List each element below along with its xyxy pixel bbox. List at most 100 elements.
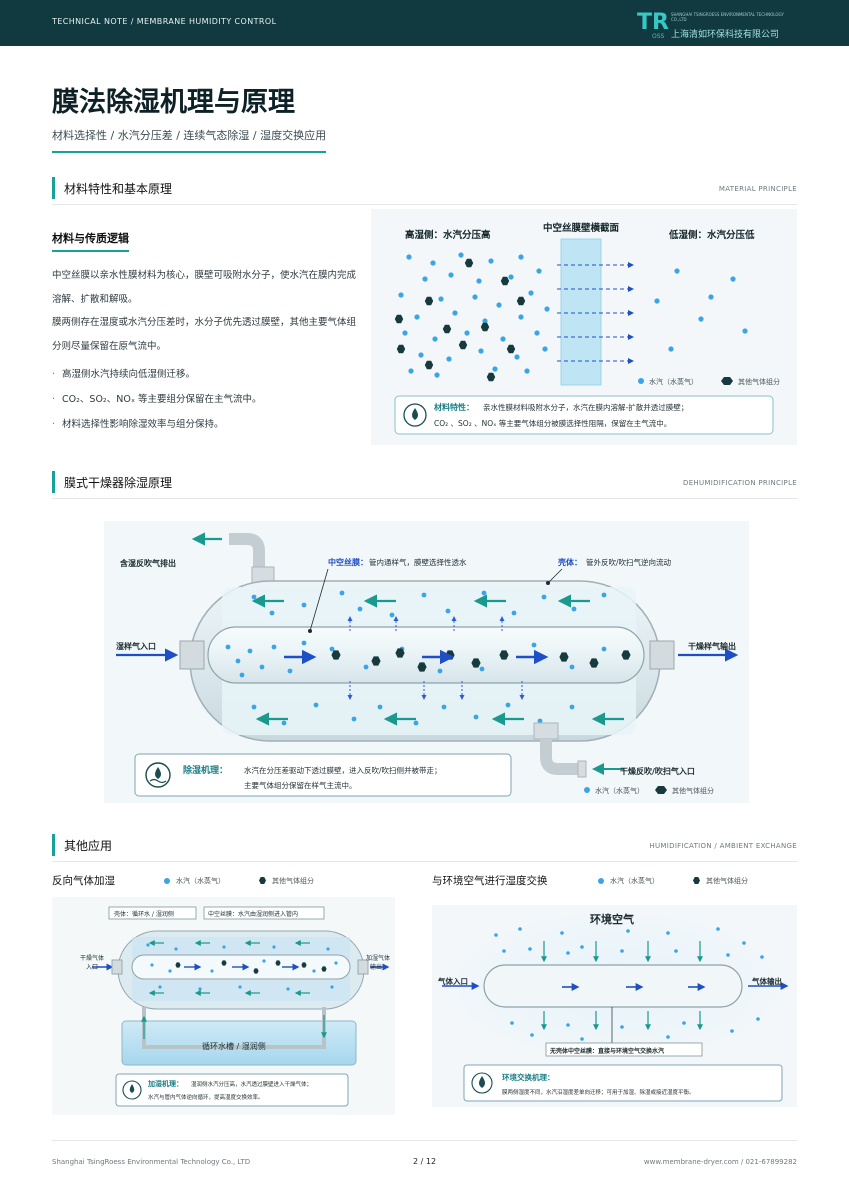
water-molecule — [566, 951, 570, 955]
dehumidification-note-line2: 主要气体组分保留在样气主流中。 — [244, 780, 357, 790]
water-molecule — [287, 668, 293, 674]
water-molecule — [281, 720, 287, 726]
water-molecule — [511, 610, 517, 616]
purge-flow-arrows — [251, 594, 624, 726]
legend-water-swatch — [638, 378, 644, 384]
water-molecule — [580, 1037, 584, 1041]
water-molecule — [329, 646, 335, 652]
material-note-box — [394, 395, 774, 435]
svg-text:TR: TR — [637, 10, 669, 35]
water-molecule — [146, 943, 150, 947]
footer-contact: www.membrane-dryer.com / 021-67899282 — [643, 1158, 797, 1166]
low-humidity-label: 低湿侧：水汽分压低 — [668, 229, 755, 241]
water-molecule — [418, 352, 424, 358]
water-molecule — [488, 258, 494, 264]
water-molecule — [458, 252, 464, 258]
document-tag: TECHNICAL NOTE / MEMBRANE HUMIDITY CONTR… — [52, 17, 277, 26]
water-molecule — [536, 268, 542, 274]
dry-inlet-label-2: 入口 — [86, 964, 98, 971]
water-molecule — [478, 348, 484, 354]
water-molecule — [531, 642, 537, 648]
water-molecule — [251, 704, 257, 710]
water-molecule — [452, 310, 458, 316]
water-molecule — [482, 318, 488, 324]
water-molecule — [479, 666, 485, 672]
water-molecule — [569, 704, 575, 710]
gas-molecule — [371, 656, 381, 666]
water-molecule — [620, 1025, 624, 1029]
water-molecule — [150, 963, 154, 967]
water-molecule — [389, 612, 395, 618]
legend-water-label: 水汽（水蒸气） — [610, 877, 659, 885]
water-molecule — [530, 1033, 534, 1037]
top-bar: TECHNICAL NOTE / MEMBRANE HUMIDITY CONTR… — [0, 0, 849, 46]
gas-molecule — [253, 968, 259, 974]
gas-molecule — [424, 360, 434, 370]
water-molecule — [158, 985, 162, 989]
section-title: 材料特性和基本原理 — [64, 182, 173, 196]
water-molecule — [198, 987, 202, 991]
water-molecule — [262, 959, 266, 963]
water-molecule — [620, 949, 624, 953]
humidification-note-line1: 湿润侧水汽分压高，水汽透过膜壁进入干燥气体； — [191, 1080, 312, 1088]
legend-water-label: 水汽（水蒸气） — [649, 377, 698, 386]
legend-gas-label: 其他气体组分 — [672, 786, 714, 795]
water-molecule — [312, 969, 316, 973]
list-item: 材料选择性影响除湿效率与组分保持。 — [52, 409, 357, 437]
water-molecule — [434, 372, 440, 378]
water-molecule — [682, 1021, 686, 1025]
water-molecule — [580, 945, 584, 949]
permeation-arrows — [557, 262, 634, 364]
legend-water-swatch — [598, 878, 604, 884]
water-molecule — [438, 296, 444, 302]
water-molecule — [730, 276, 736, 282]
water-molecule — [534, 330, 540, 336]
section-accent-bar — [52, 834, 55, 856]
water-molecule — [413, 720, 419, 726]
water-molecule — [760, 955, 764, 959]
gas-molecule — [331, 650, 341, 660]
gas-molecule — [500, 276, 510, 286]
gas-molecule — [275, 960, 281, 966]
water-molecule — [528, 947, 532, 951]
material-note-line2: CO₂ 、SO₂ 、NOₓ 等主要气体组分被膜选择性阻隔，保留在主气流中。 — [434, 418, 671, 428]
humidification-note-box — [115, 1073, 349, 1107]
humidifier-diagram: 壳体：循环水 / 湿润侧 中空丝膜：水汽由湿润侧进入管内 干燥气体 入口 加湿气… — [52, 897, 395, 1115]
water-molecule — [569, 664, 575, 670]
ambient-note-line: 膜两侧湿度不同，水汽沿湿度差单向迁移；可用于加湿、除湿或接近湿度平衡。 — [502, 1088, 695, 1096]
section-title-en: MATERIAL PRINCIPLE — [718, 185, 797, 193]
shell-tag: 壳体：循环水 / 湿润侧 — [114, 910, 174, 918]
purge-inlet-label: 干燥反吹/吹扫气入口 — [620, 766, 695, 776]
water-molecule — [541, 594, 547, 600]
permeation-arrows — [347, 616, 525, 700]
legend-water-swatch — [584, 787, 590, 793]
logo-chinese-name: 上海清如环保科技有限公司 — [671, 30, 780, 40]
water-molecule — [441, 704, 447, 710]
legend-water-swatch — [164, 878, 170, 884]
legend-gas-swatch — [693, 877, 700, 884]
page-number: 2 / 12 — [413, 1157, 437, 1166]
water-molecule — [247, 648, 253, 654]
gas-molecule — [424, 296, 434, 306]
water-molecule — [756, 1017, 760, 1021]
gas-molecule — [321, 966, 327, 972]
legend-water-label: 水汽（水蒸气） — [595, 786, 644, 795]
legend-gas-swatch — [259, 877, 266, 884]
membrane-cross-section-figure: 高湿侧：水汽分压高 中空丝膜壁横截面 低湿侧：水汽分压低 水汽（水蒸气） 其他气… — [371, 209, 797, 445]
water-molecule — [421, 592, 427, 598]
material-bullet-list: 高湿侧水汽持续向低湿侧迁移。 CO₂、SO₂、NOₓ 等主要组分保留在主气流中。… — [52, 359, 357, 437]
gas-molecule — [486, 372, 496, 382]
water-molecule — [464, 330, 470, 336]
water-molecule — [601, 646, 607, 652]
gas-inlet-label: 气体入口 — [437, 976, 468, 986]
ambient-note-box — [463, 1064, 783, 1102]
water-molecule — [518, 254, 524, 260]
humid-outlet-label-1: 加湿气体 — [366, 954, 390, 962]
water-molecule — [286, 987, 290, 991]
material-paragraph-2: 膜两侧存在湿度或水汽分压差时，水分子优先透过膜壁，其他主要气体组分则尽量保留在原… — [52, 317, 357, 352]
water-molecule — [518, 314, 524, 320]
water-molecule — [505, 702, 511, 708]
water-molecule — [544, 306, 550, 312]
section-title: 其他应用 — [64, 839, 113, 853]
legend-gas-swatch — [655, 786, 667, 794]
